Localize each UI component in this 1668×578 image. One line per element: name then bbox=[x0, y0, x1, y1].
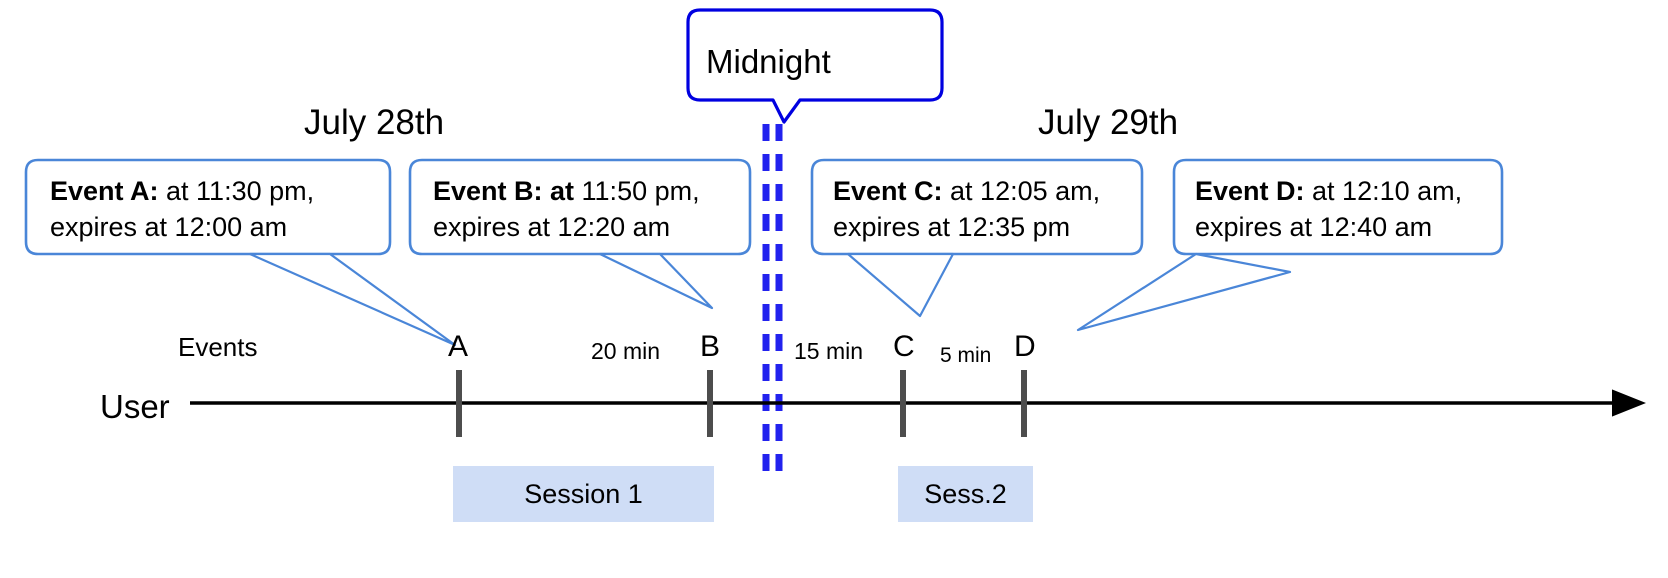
session-2-label: Sess.2 bbox=[924, 478, 1007, 509]
event-c-bold-prefix: Event C: bbox=[833, 176, 943, 206]
event-b-callout-tail bbox=[598, 252, 714, 310]
event-b-callout-text: Event B: at 11:50 pm, expires at 12:20 a… bbox=[433, 174, 743, 246]
event-d-callout-text: Event D: at 12:10 am, expires at 12:40 a… bbox=[1195, 174, 1500, 246]
marker-label-b: B bbox=[700, 330, 721, 363]
marker-label-a: A bbox=[448, 330, 469, 363]
event-b-line1-rest: 11:50 pm, bbox=[574, 176, 700, 206]
event-a-line1-rest: at 11:30 pm, bbox=[158, 176, 315, 206]
interval-label-15min: 15 min bbox=[794, 338, 864, 364]
event-b-callout-shape bbox=[408, 158, 752, 256]
event-a-bold-prefix: Event A: bbox=[50, 176, 159, 206]
event-d-callout-tail bbox=[1076, 252, 1292, 332]
session-1-label: Session 1 bbox=[524, 478, 643, 509]
interval-label-20min: 20 min bbox=[591, 338, 661, 364]
row-label-user: User bbox=[100, 388, 170, 425]
event-c-callout-tail bbox=[846, 252, 955, 318]
event-c-line1-rest: at 12:05 am, bbox=[942, 176, 1101, 206]
event-c-callout-text: Event C: at 12:05 am, expires at 12:35 p… bbox=[833, 174, 1138, 246]
interval-label-5min: 5 min bbox=[940, 344, 992, 367]
event-d-callout-shape bbox=[1172, 158, 1504, 256]
event-a-callout-shape bbox=[24, 158, 392, 256]
midnight-callout-shape bbox=[686, 8, 944, 124]
event-b-bold-prefix: Event B: at bbox=[433, 176, 575, 206]
marker-label-d: D bbox=[1014, 330, 1036, 363]
event-d-bold-prefix: Event D: bbox=[1195, 176, 1305, 206]
event-a-line2: expires at 12:00 am bbox=[50, 211, 288, 242]
event-d-line2: expires at 12:40 am bbox=[1195, 211, 1433, 242]
event-b-line2: expires at 12:20 am bbox=[433, 211, 671, 242]
session-box-2: Sess.2 bbox=[898, 466, 1033, 522]
session-box-1: Session 1 bbox=[453, 466, 714, 522]
date-label-left: July 28th bbox=[304, 103, 445, 142]
event-a-callout-tail bbox=[248, 252, 457, 347]
event-c-callout-shape bbox=[810, 158, 1144, 256]
event-c-line2: expires at 12:35 pm bbox=[833, 211, 1071, 242]
row-label-events: Events bbox=[178, 332, 258, 362]
event-a-callout-text: Event A: at 11:30 pm, expires at 12:00 a… bbox=[50, 174, 380, 246]
date-label-right: July 29th bbox=[1038, 103, 1179, 142]
midnight-label: Midnight bbox=[706, 43, 831, 80]
event-d-line1-rest: at 12:10 am, bbox=[1304, 176, 1463, 206]
marker-label-c: C bbox=[893, 330, 915, 363]
